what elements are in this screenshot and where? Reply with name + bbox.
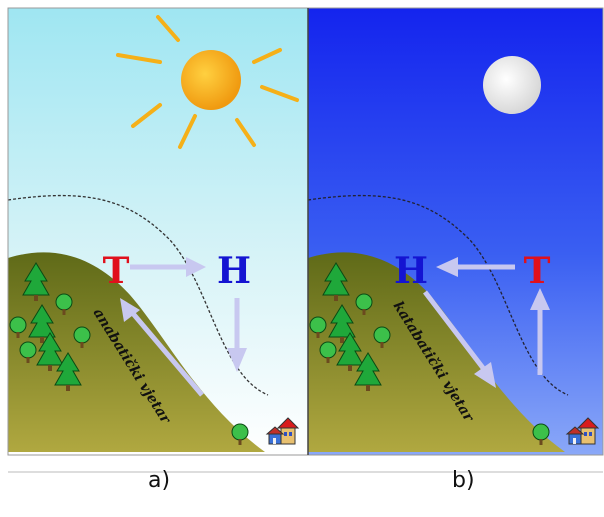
- figure-frame: [7, 7, 604, 456]
- panel-a-arrows: [120, 257, 247, 397]
- panel-b: H T katabatički vjetar: [307, 8, 603, 455]
- high-pressure-H-label: H: [217, 250, 251, 292]
- temperature-profile-line: [307, 194, 569, 396]
- low-pressure-T-label: T: [524, 250, 551, 292]
- caption-a: a): [148, 468, 171, 493]
- moon-icon: [483, 56, 541, 114]
- caption-b: b): [452, 468, 475, 493]
- panel-a: T H anabatički vjetar: [7, 8, 308, 455]
- panel-b-arrows: [423, 257, 550, 388]
- low-pressure-T-label: T: [103, 250, 130, 292]
- high-pressure-H-label: H: [394, 250, 428, 292]
- sun-icon: [116, 15, 299, 149]
